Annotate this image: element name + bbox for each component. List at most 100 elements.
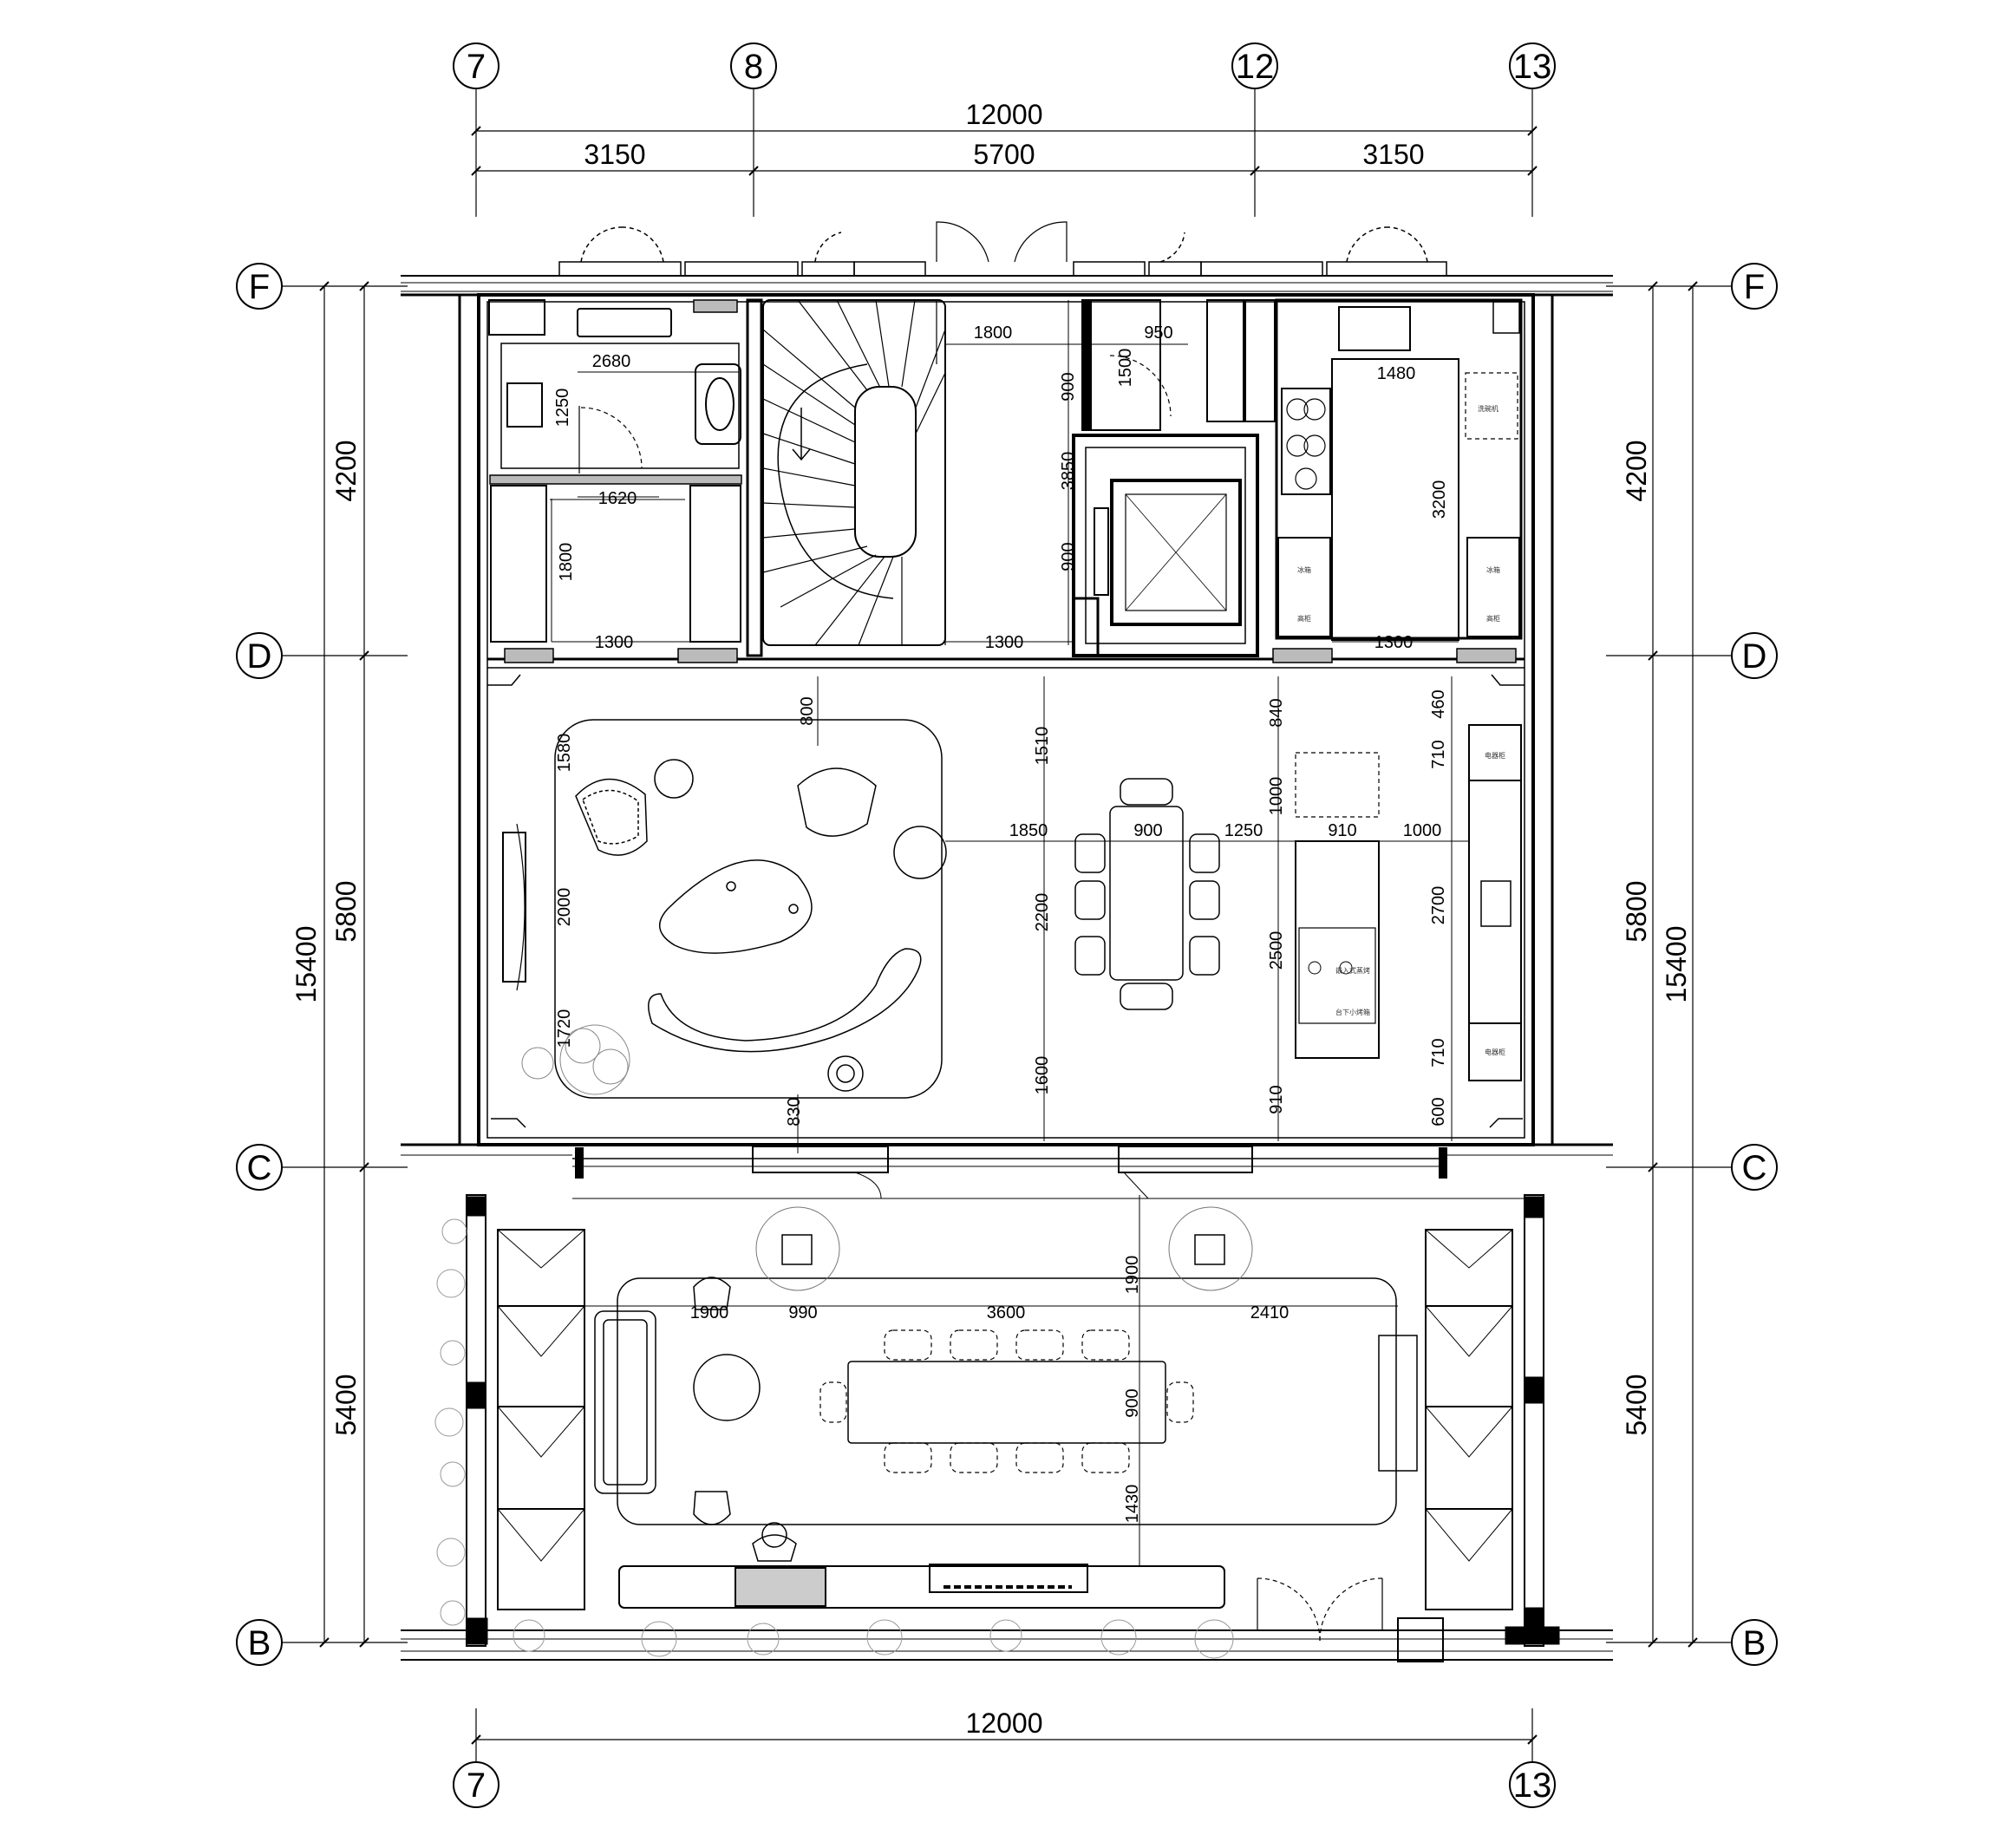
- dim-island-910: 910: [1328, 821, 1356, 840]
- dim-top-total: 12000: [966, 99, 1043, 130]
- dim-hall-950: 950: [1144, 323, 1172, 343]
- label-appliance-cab-1: 电器柜: [1485, 751, 1505, 760]
- dim-island-910b: 910: [1267, 1085, 1286, 1113]
- dim-terrace-3600: 3600: [987, 1303, 1026, 1322]
- grid-label-7-bottom: 7: [467, 1766, 486, 1805]
- dim-bath-1250: 1250: [553, 389, 572, 428]
- overall-dimension-labels: 12000 3150 5700 3150 12000 15400 4200 58…: [291, 99, 1692, 1739]
- bathroom: [488, 299, 741, 473]
- pantry: [1275, 298, 1523, 641]
- label-fridge-2: 冰箱: [1486, 565, 1500, 574]
- grid-label-13-top: 13: [1513, 48, 1552, 86]
- dim-island-1000: 1000: [1267, 777, 1286, 816]
- dim-hall-900a: 900: [1059, 372, 1078, 401]
- dim-cab-710b: 710: [1429, 1038, 1448, 1067]
- bar-counter: [618, 1564, 1225, 1609]
- interior-dimension-lines: [551, 300, 1469, 1566]
- dim-closet-1800: 1800: [557, 543, 576, 582]
- dim-living-2000: 2000: [555, 888, 574, 927]
- exterior-walls: [401, 275, 1613, 1661]
- dim-left-seg-3: 5400: [330, 1374, 362, 1435]
- dim-right-seg-2: 5800: [1621, 880, 1652, 942]
- dim-living-1720: 1720: [555, 1009, 574, 1048]
- dim-dining-1510: 1510: [1033, 727, 1052, 766]
- person-figure: [752, 1522, 797, 1562]
- grid-label-12-top: 12: [1236, 48, 1275, 86]
- grid-label-8-top: 8: [744, 48, 763, 86]
- terrace-sofa: [594, 1277, 761, 1525]
- dim-living-800: 800: [798, 696, 817, 725]
- left-planters: [497, 1229, 585, 1610]
- dim-kitchen-1300: 1300: [1374, 633, 1414, 652]
- dim-terrace-1900v: 1900: [1123, 1256, 1142, 1295]
- sofa-and-tables: [648, 859, 922, 1092]
- dim-closet-1300: 1300: [595, 633, 634, 652]
- grid-label-F-right: F: [1744, 268, 1765, 306]
- interior-dimension-labels: 2680 1250 1620 1800 1300 1800 950 1500 9…: [553, 323, 1449, 1523]
- dim-left-seg-1: 4200: [330, 440, 362, 501]
- planting-bottom: [513, 1619, 1234, 1659]
- living-dining-area: [487, 674, 1525, 1199]
- top-windows: [558, 221, 1447, 277]
- appliance-labels: 洗碗机 冰箱 高柜 冰箱 高柜 电器柜 电器柜 嵌入式蒸烤 台下小烤箱: [1297, 404, 1505, 1056]
- label-tall-cab-2: 高柜: [1486, 614, 1500, 623]
- grid-labels: 7 8 12 13 7 13 F D C B F D C B: [247, 48, 1767, 1805]
- dim-dining-2200: 2200: [1033, 893, 1052, 932]
- dim-top-seg-3: 3150: [1362, 139, 1424, 170]
- grid-label-D-right: D: [1742, 637, 1767, 676]
- dim-hall-900b: 900: [1059, 542, 1078, 571]
- terrace-door: [1257, 1577, 1444, 1662]
- right-planters: [1425, 1229, 1513, 1610]
- dim-cab-600: 600: [1429, 1097, 1448, 1126]
- dim-top-seg-1: 3150: [584, 139, 645, 170]
- dim-terrace-990: 990: [788, 1303, 817, 1322]
- dim-terrace-1430: 1430: [1123, 1485, 1142, 1524]
- terrace-dining-table: [819, 1329, 1194, 1473]
- armchairs: [575, 759, 947, 879]
- dim-bottom-total: 12000: [966, 1708, 1043, 1739]
- terrace: [434, 1196, 1560, 1662]
- dim-cab-710a: 710: [1429, 740, 1448, 768]
- dim-right-total: 15400: [1661, 926, 1692, 1003]
- dim-right-seg-1: 4200: [1621, 440, 1652, 501]
- dim-hall-3850: 3850: [1059, 452, 1078, 491]
- terrace-planters-top: [755, 1206, 1253, 1291]
- top-rooms: [487, 298, 1525, 669]
- spiral-staircase: [762, 299, 946, 646]
- hall-shafts: [1081, 299, 1276, 431]
- dim-cab-2700: 2700: [1429, 886, 1448, 925]
- planting-left: [434, 1218, 467, 1626]
- grid-label-F-left: F: [249, 268, 270, 306]
- dim-stair-1300: 1300: [985, 633, 1024, 652]
- dim-left-seg-2: 5800: [330, 880, 362, 942]
- closet: [490, 485, 741, 643]
- label-undercounter-oven: 台下小烤箱: [1335, 1008, 1370, 1016]
- dim-bath-width: 2680: [592, 352, 631, 371]
- dim-hall-1800: 1800: [974, 323, 1013, 343]
- label-built-in-oven: 嵌入式蒸烤: [1335, 966, 1370, 975]
- dim-top-seg-2: 5700: [973, 139, 1035, 170]
- dim-dining-1850: 1850: [1009, 821, 1048, 840]
- dim-dining-1250: 1250: [1224, 821, 1263, 840]
- grid-label-D-left: D: [247, 637, 272, 676]
- dining-table: [1074, 778, 1220, 1010]
- living-rug: [554, 719, 943, 1099]
- dim-kitchen-3200: 3200: [1430, 480, 1449, 519]
- dim-bath-door: 1620: [598, 489, 637, 508]
- dim-dining-1600: 1600: [1033, 1056, 1052, 1095]
- dim-right-seg-3: 5400: [1621, 1374, 1652, 1435]
- dim-hall-1500: 1500: [1116, 349, 1135, 388]
- dim-cab-460: 460: [1429, 689, 1448, 718]
- terrace-rug: [617, 1277, 1397, 1525]
- dim-island-840: 840: [1267, 698, 1286, 727]
- grid-label-B-left: B: [248, 1624, 271, 1662]
- dim-left-total: 15400: [291, 926, 322, 1003]
- dimension-lines: [319, 126, 1698, 1745]
- dim-living-830: 830: [785, 1097, 804, 1126]
- dim-dining-900: 900: [1133, 821, 1162, 840]
- grid-label-B-right: B: [1743, 1624, 1766, 1662]
- label-dishwasher: 洗碗机: [1478, 404, 1498, 413]
- dim-island-1000b: 1000: [1403, 821, 1442, 840]
- grid-axes: [236, 42, 1778, 1808]
